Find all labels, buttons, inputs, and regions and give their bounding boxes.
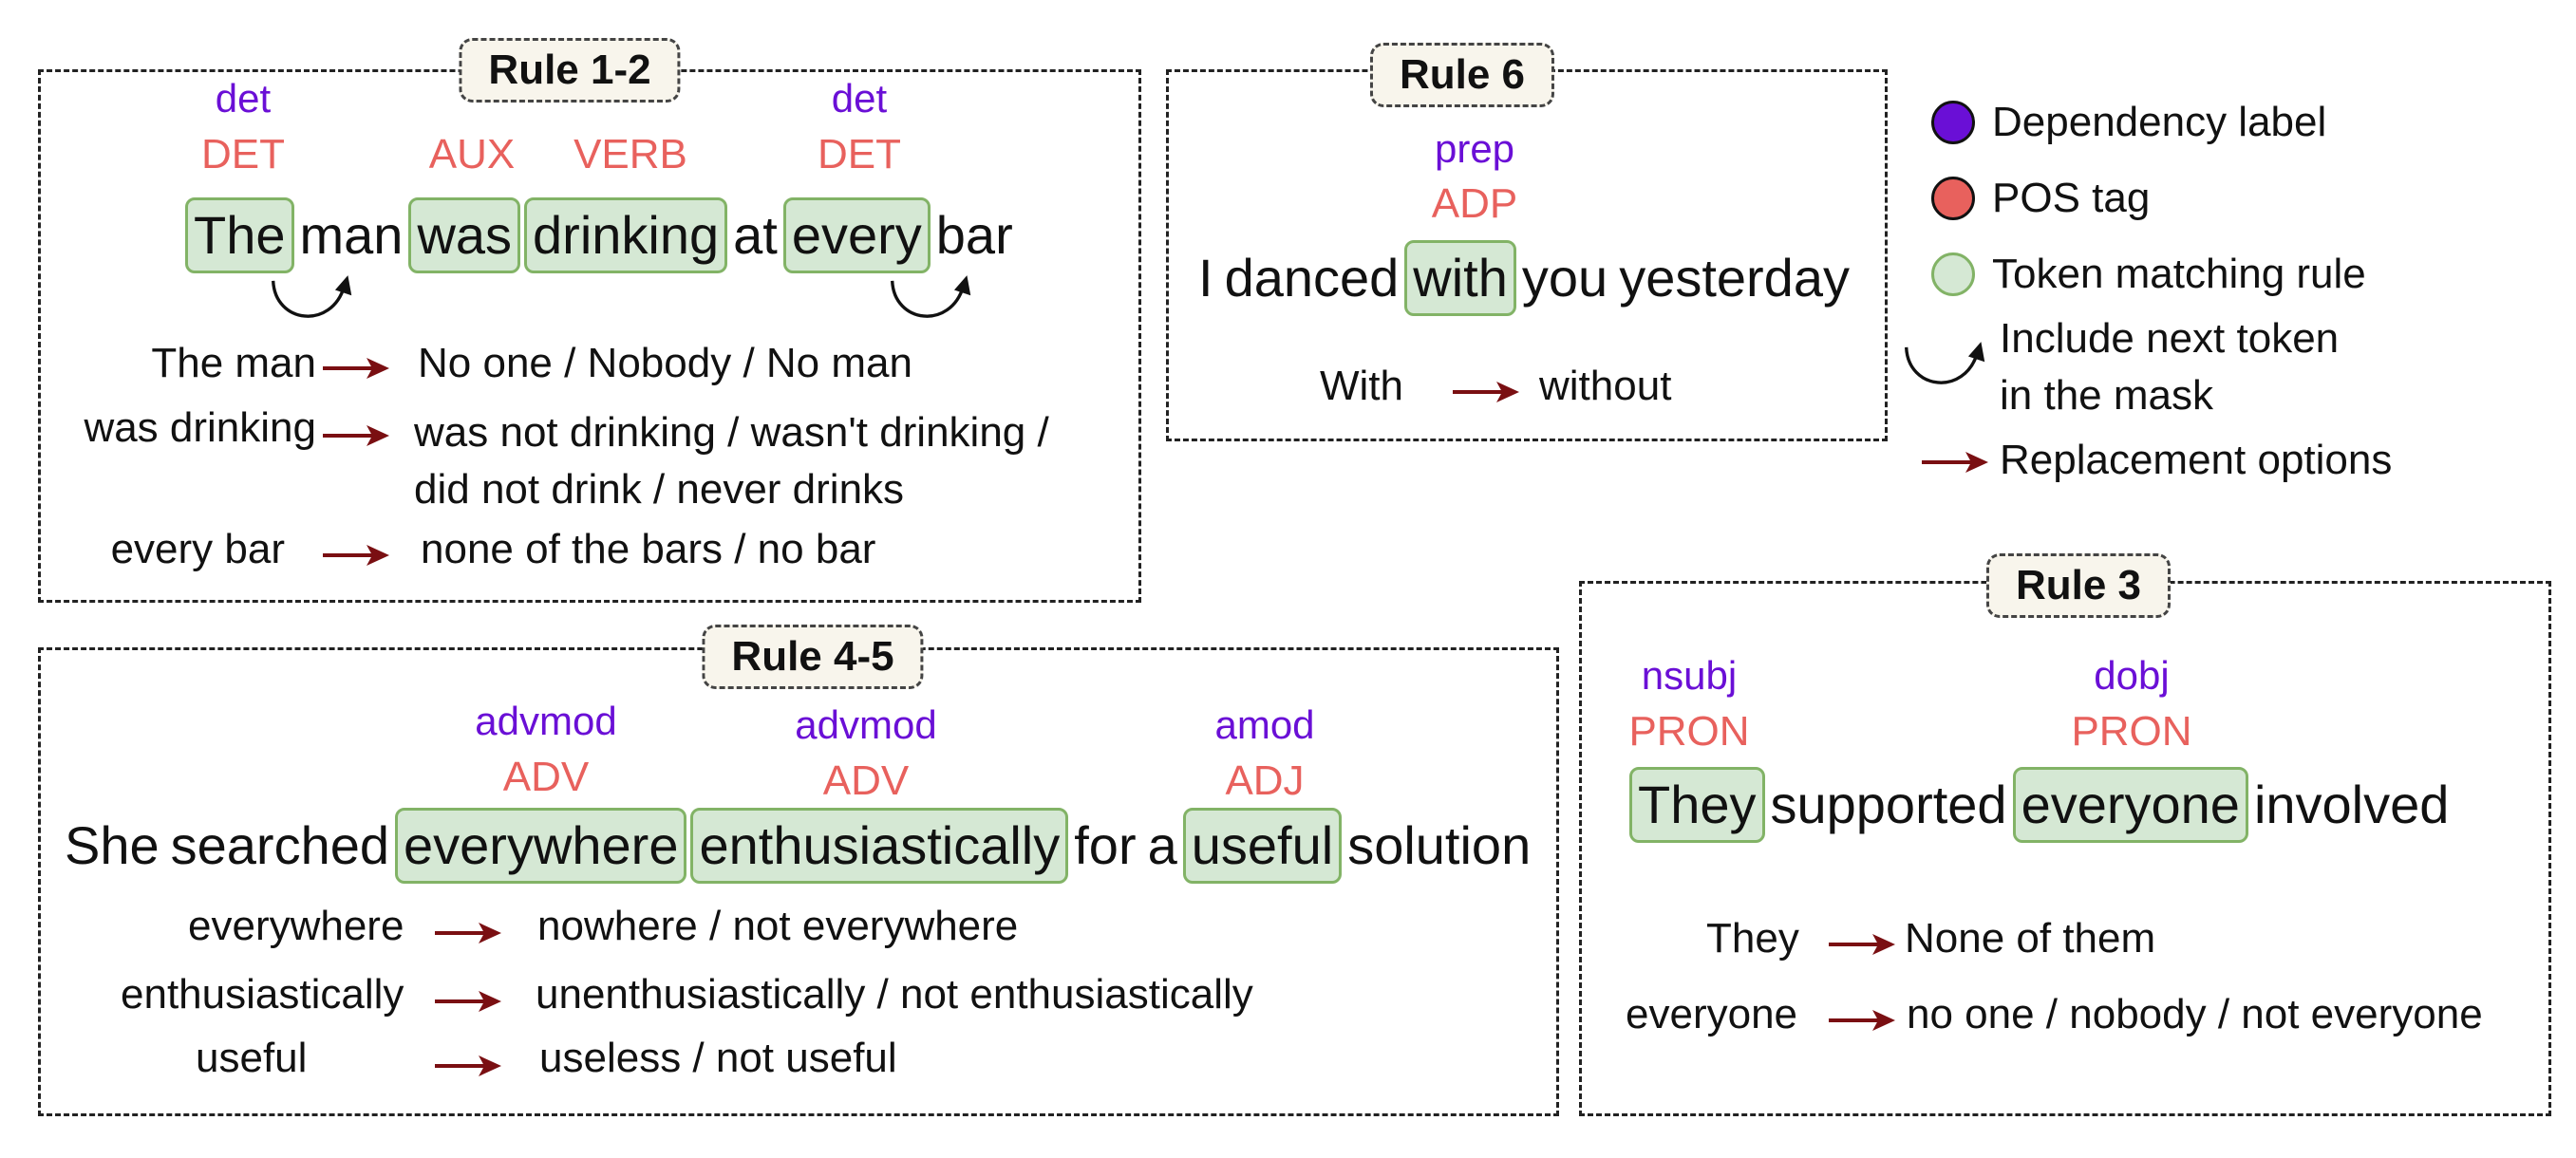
token-the: The: [185, 197, 294, 273]
replacement-target: without: [1539, 363, 1672, 409]
rule-1-2-sentence: The man was drinking at every bar: [185, 197, 1019, 273]
token-for: for: [1074, 815, 1137, 875]
match-legend-dot: [1931, 252, 1975, 296]
replacement-arrow-icon: [435, 987, 501, 1016]
token-involved: involved: [2253, 775, 2450, 834]
dependency-label-advmod-2: advmod: [795, 702, 937, 747]
replacement-target: No one / Nobody / No man: [418, 340, 912, 386]
replacement-source: The man: [151, 340, 316, 386]
include-next-token-icon: [266, 273, 357, 328]
token-bar: bar: [935, 205, 1013, 265]
token-man: man: [299, 205, 404, 265]
pos-tag-det-2: DET: [818, 131, 901, 177]
rule-6-sentence: I danced with you yesterday: [1193, 240, 1855, 316]
token-everywhere: everywhere: [395, 808, 687, 884]
replacement-target: nowhere / not everywhere: [537, 903, 1019, 949]
pos-tag-det: DET: [201, 131, 285, 177]
token-was: was: [408, 197, 521, 273]
replacement-source: enthusiastically: [121, 971, 404, 1018]
token-she: She: [65, 815, 160, 875]
include-next-token-icon: [1899, 340, 1990, 395]
dependency-label-advmod: advmod: [475, 699, 617, 743]
pos-legend-dot: [1931, 177, 1975, 220]
replacement-target-continued: did not drink / never drinks: [414, 466, 905, 513]
replacement-target: was not drinking / wasn't drinking /: [414, 409, 1049, 456]
token-drinking: drinking: [524, 197, 728, 273]
token-you: you: [1521, 248, 1608, 308]
token-every: every: [782, 197, 931, 273]
pos-tag-aux: AUX: [428, 131, 516, 177]
replacement-target: no one / nobody / not everyone: [1907, 991, 2483, 1037]
replacement-arrow-icon: [323, 541, 389, 570]
pos-tag-adp: ADP: [1431, 180, 1518, 227]
replacement-source: useful: [196, 1035, 308, 1081]
dependency-label-amod: amod: [1214, 702, 1315, 747]
replacement-source: everyone: [1626, 991, 1798, 1037]
rule-4-5-sentence: She searched everywhere enthusiastically…: [59, 808, 1536, 884]
replacement-arrow-icon: [1453, 378, 1519, 406]
replacement-arrow-icon: [323, 421, 389, 450]
dependency-label-nsubj: nsubj: [1641, 653, 1738, 698]
token-with: with: [1404, 240, 1516, 316]
token-solution: solution: [1347, 815, 1532, 875]
replacement-source: They: [1706, 915, 1799, 962]
legend-include-next-token-2: in the mask: [2000, 372, 2213, 419]
replacement-arrow-icon: [435, 919, 501, 947]
dependency-legend-dot: [1931, 101, 1975, 144]
token-at: at: [733, 205, 778, 265]
rule-1-2-title: Rule 1-2: [459, 38, 681, 103]
legend-replacement-options: Replacement options: [2000, 437, 2393, 483]
replacement-target: none of the bars / no bar: [421, 526, 876, 572]
replacement-target: None of them: [1905, 915, 2156, 962]
token-danced: danced: [1224, 248, 1400, 308]
replacement-arrow-icon: [1829, 930, 1895, 959]
replacement-source: was drinking: [84, 404, 316, 451]
rule-4-5-title: Rule 4-5: [702, 625, 924, 689]
legend-include-next-token: Include next token: [2000, 315, 2340, 362]
token-everyone: everyone: [2012, 767, 2248, 843]
replacement-source: With: [1320, 363, 1403, 409]
pos-tag-pron-2: PRON: [2071, 708, 2192, 755]
legend-pos-tag: POS tag: [1992, 175, 2151, 221]
token-searched: searched: [170, 815, 390, 875]
rule-3-sentence: They supported everyone involved: [1629, 767, 2454, 843]
token-yesterday: yesterday: [1619, 248, 1850, 308]
replacement-arrow-icon: [435, 1052, 501, 1080]
dependency-label-dobj: dobj: [2094, 653, 2170, 698]
pos-tag-adj: ADJ: [1225, 757, 1305, 804]
token-supported: supported: [1770, 775, 2007, 834]
token-i: I: [1198, 248, 1213, 308]
include-next-token-icon: [885, 273, 976, 328]
rule-3-title: Rule 3: [1985, 553, 2172, 618]
replacement-target: unenthusiastically / not enthusiasticall…: [536, 971, 1253, 1018]
dependency-label-prep: prep: [1434, 126, 1515, 171]
pos-tag-pron: PRON: [1628, 708, 1750, 755]
dependency-label-det: det: [215, 76, 272, 121]
token-enthusiastically: enthusiastically: [690, 808, 1069, 884]
replacement-arrow-icon: [323, 354, 389, 383]
token-a: a: [1147, 815, 1177, 875]
legend-dependency-label: Dependency label: [1992, 99, 2327, 145]
replacement-source: everywhere: [188, 903, 404, 949]
pos-tag-adv-2: ADV: [822, 757, 910, 804]
token-useful: useful: [1182, 808, 1343, 884]
replacement-arrow-icon: [1829, 1006, 1895, 1035]
legend-token-matching: Token matching rule: [1992, 251, 2366, 297]
pos-tag-verb: VERB: [573, 131, 687, 177]
replacement-arrow-icon: [1922, 448, 1988, 476]
replacement-target: useless / not useful: [539, 1035, 897, 1081]
token-they: They: [1629, 767, 1765, 843]
dependency-label-det-2: det: [831, 76, 888, 121]
replacement-source: every bar: [110, 526, 285, 572]
pos-tag-adv: ADV: [502, 754, 590, 800]
rule-6-title: Rule 6: [1369, 43, 1555, 107]
